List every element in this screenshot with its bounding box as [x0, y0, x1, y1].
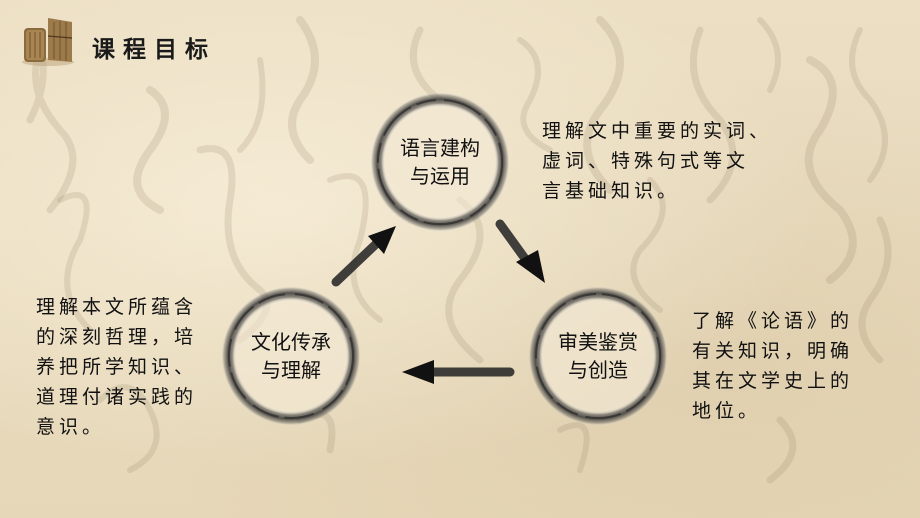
arrow-language-to-aesthetic [495, 219, 545, 283]
arrow-culture-to-language [331, 226, 396, 287]
bamboo-scroll-icon [22, 18, 74, 66]
node-label-culture: 文化传承 与理解 [231, 328, 351, 384]
node-label-line1: 语言建构 [400, 136, 480, 160]
page-title: 课程目标 [92, 37, 216, 63]
node-label-aesthetic: 审美鉴赏 与创造 [538, 328, 658, 384]
node-label-line2: 与理解 [261, 358, 321, 382]
node-label-language: 语言建构 与运用 [380, 134, 500, 190]
description-culture: 理解本文所蕴含 的深刻哲理，培 养把所学知识、 道理付诸实践的 意识。 [36, 296, 198, 438]
arrow-aesthetic-to-culture [402, 360, 515, 384]
node-circle-culture [221, 286, 361, 426]
description-language: 理解文中重要的实词、 虚词、特殊句式等文 言基础知识。 [542, 120, 773, 202]
node-label-line2: 与创造 [568, 358, 628, 382]
node-circle-language [370, 92, 510, 232]
node-circle-aesthetic [528, 286, 668, 426]
description-aesthetic: 了解《论语》的 有关知识，明确 其在文学史上的 地位。 [692, 310, 854, 422]
node-label-line1: 文化传承 [251, 330, 331, 354]
node-label-line2: 与运用 [410, 164, 470, 188]
node-label-line1: 审美鉴赏 [558, 330, 638, 354]
